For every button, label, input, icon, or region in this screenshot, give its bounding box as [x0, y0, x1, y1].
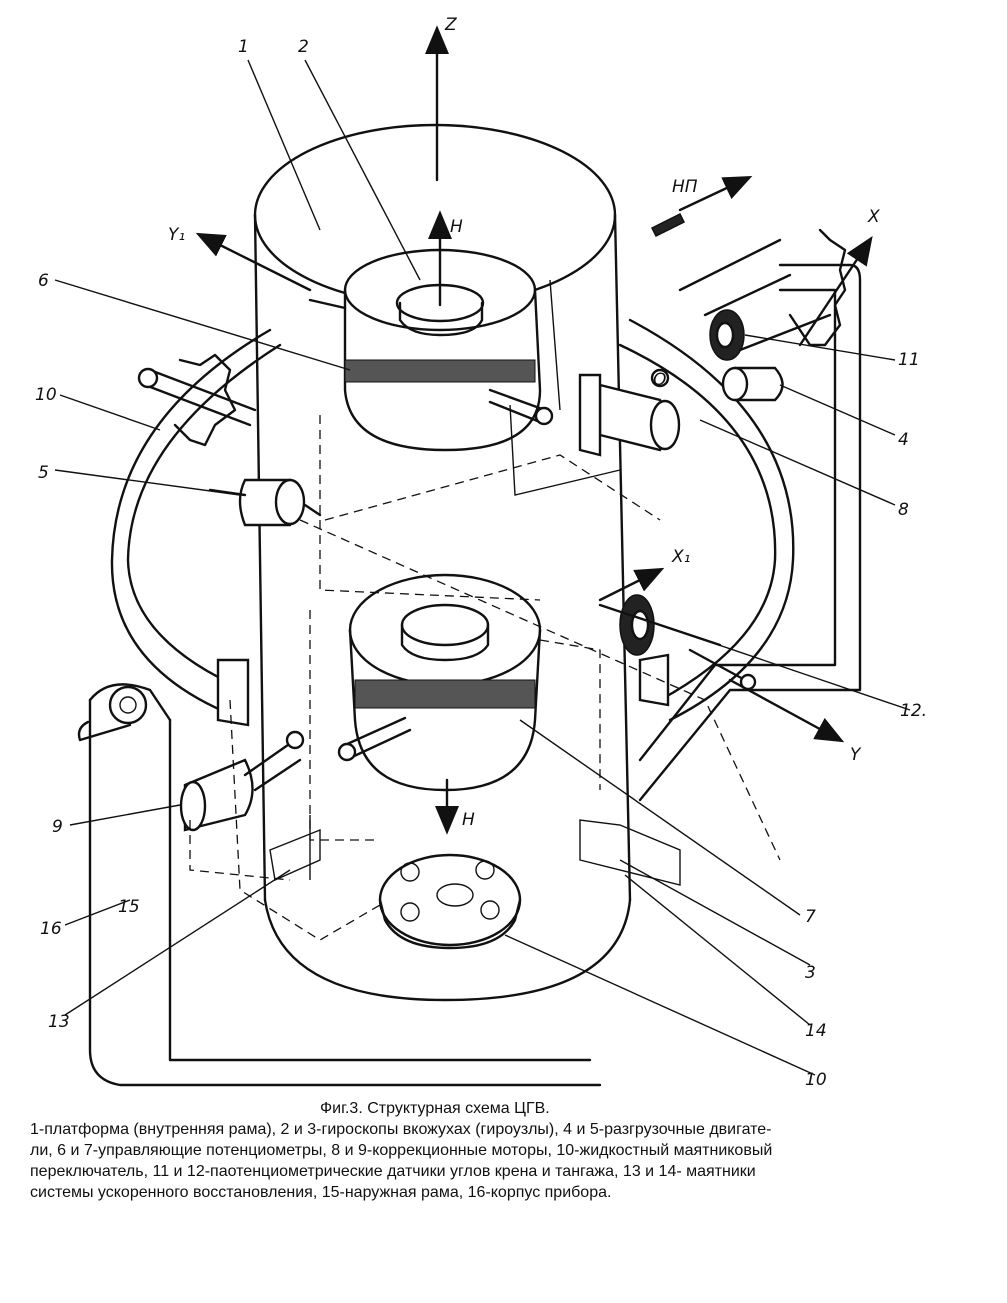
lower-gyro-unit: [337, 573, 542, 792]
label-15: 15: [118, 897, 140, 917]
label-3: 3: [805, 963, 816, 983]
unloading-motor-4: [721, 366, 784, 402]
pendulum-switch-disc: [378, 853, 522, 950]
axis-y1-label: Y₁: [168, 225, 185, 245]
caption-line: переключатель, 11 и 12-паотенциометричес…: [30, 1163, 756, 1180]
pendulum-13: [269, 815, 321, 882]
gimbal-ring: [110, 318, 795, 727]
label-14: 14: [805, 1021, 827, 1041]
label-2: 2: [298, 37, 309, 57]
label-10-prime: 10: [805, 1070, 827, 1090]
gyro-vertical-structural-diagram: 1 2 3 4 5 6 7 8 9 10 11 12. 13 14 15 16 …: [35, 15, 927, 1090]
axis-x1-label: X₁: [671, 547, 690, 567]
axis-x-label: X: [867, 207, 880, 227]
caption-line: 1-платформа (внутренняя рама), 2 и 3-гир…: [30, 1121, 772, 1138]
axis-y-label: Y: [850, 745, 862, 765]
label-12: 12.: [900, 701, 927, 721]
label-13: 13: [48, 1012, 70, 1032]
label-7: 7: [805, 907, 816, 927]
axis-z-label: Z: [444, 15, 457, 35]
unloading-motor-5: [208, 478, 322, 527]
np-label: НП: [672, 177, 698, 197]
wiring: [189, 279, 781, 941]
label-16: 16: [40, 919, 62, 939]
correction-motor-9: [179, 730, 305, 832]
o-label: O: [653, 370, 666, 390]
left-gear-assembly: [137, 353, 257, 447]
label-5: 5: [38, 463, 49, 483]
figure-caption: Фиг.3. Структурная схема ЦГВ. 1-платформ…: [30, 1098, 980, 1203]
correction-motor-8: [578, 368, 681, 457]
part-labels: 1 2 3 4 5 6 7 8 9 10 11 12. 13 14 15 16 …: [35, 15, 927, 1090]
caption-line: ли, 6 и 7-управляющие потенциометры, 8 и…: [30, 1142, 773, 1159]
sensor-12: [598, 594, 757, 691]
h-top-label: H: [450, 217, 463, 237]
label-6: 6: [38, 271, 49, 291]
label-9: 9: [52, 817, 63, 837]
leader-lines: [54, 59, 911, 1076]
axes: [195, 25, 873, 835]
pendulum-14-box: [579, 819, 681, 886]
label-4: 4: [898, 430, 909, 450]
outer-frame: [77, 683, 602, 1087]
label-10: 10: [35, 385, 57, 405]
h-bottom-label: H: [462, 810, 475, 830]
label-1: 1: [238, 37, 249, 57]
upper-gyro-unit: [308, 248, 554, 452]
sensor-11: [678, 228, 847, 361]
caption-line: системы ускоренного восстановления, 15-н…: [30, 1184, 612, 1201]
label-11: 11: [898, 350, 920, 370]
caption-title: Фиг.3. Структурная схема ЦГВ.: [320, 1100, 550, 1117]
label-8: 8: [898, 500, 909, 520]
